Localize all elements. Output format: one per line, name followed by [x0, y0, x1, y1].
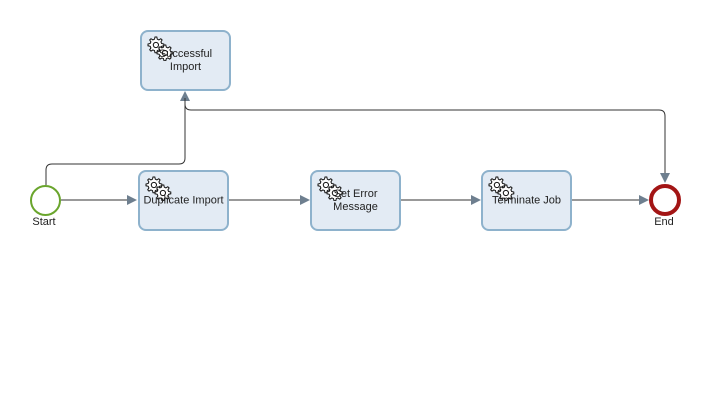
- flow-to-end-top[interactable]: [184, 98, 670, 183]
- start-event[interactable]: [30, 185, 61, 216]
- task-label-line: Duplicate Import: [143, 194, 224, 206]
- task-successful-import[interactable]: Successful Import: [140, 30, 231, 91]
- gear-icon: [317, 176, 344, 201]
- task-label: Duplicate Import: [140, 194, 227, 207]
- task-label: Set Error Message: [312, 188, 399, 214]
- task-set-error-message[interactable]: Set Error Message: [310, 170, 401, 231]
- task-terminate-job[interactable]: Terminate Job: [481, 170, 572, 231]
- gear-icon: [147, 36, 174, 61]
- task-label-line: Set Error: [333, 187, 378, 200]
- start-event-label: Start: [32, 216, 56, 228]
- gear-icon: [145, 176, 172, 201]
- end-event[interactable]: [649, 184, 681, 216]
- task-label-line: Successful Import: [158, 47, 213, 73]
- task-label: Successful Import: [142, 48, 229, 74]
- task-duplicate-import[interactable]: Duplicate Import: [138, 170, 229, 231]
- task-label-line: Message: [333, 200, 378, 213]
- end-event-label: End: [654, 216, 674, 228]
- gear-icon: [488, 176, 515, 201]
- task-label-line: Terminate Job: [491, 194, 562, 206]
- flow-start-to-successful-import[interactable]: [45, 91, 190, 185]
- task-label: Terminate Job: [483, 194, 570, 207]
